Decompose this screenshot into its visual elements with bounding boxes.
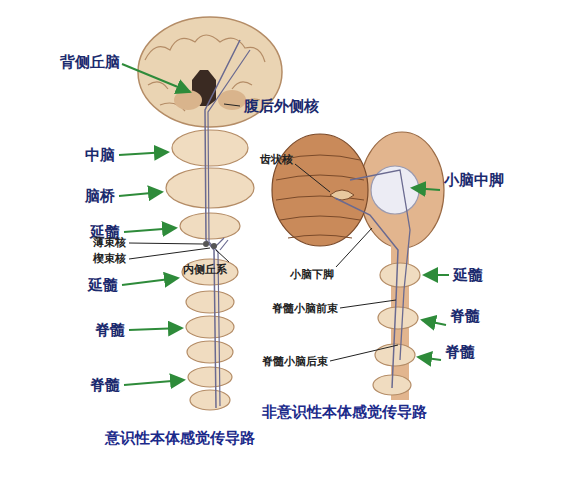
tract-label: 内侧丘系 <box>183 263 227 277</box>
tract-label: 小脑下脚 <box>290 268 334 282</box>
structure-label: 中脑 <box>85 145 115 165</box>
structure-label: 脊髓 <box>90 375 120 395</box>
figure-caption: 非意识性本体感觉传导路 <box>262 402 427 422</box>
structure-label: 延髓 <box>88 275 118 295</box>
structure-label: 小脑中脚 <box>444 170 504 190</box>
structure-label: 脊髓 <box>450 306 480 326</box>
figure-caption: 意识性本体感觉传导路 <box>105 428 255 448</box>
nucleus-label: 薄束核 <box>93 236 126 250</box>
nucleus-label: 楔束核 <box>93 252 126 266</box>
structure-label: 脊髓 <box>445 342 475 362</box>
nucleus-label: 腹后外侧核 <box>244 96 319 116</box>
tract-label: 脊髓小脑后束 <box>262 355 328 369</box>
nucleus-label: 齿状核 <box>260 153 293 167</box>
structure-label: 背侧丘脑 <box>60 52 120 72</box>
tract-label: 脊髓小脑前束 <box>272 302 338 316</box>
structure-label: 脊髓 <box>95 320 125 340</box>
structure-label: 延髓 <box>453 265 483 285</box>
structure-label: 脑桥 <box>85 186 115 206</box>
